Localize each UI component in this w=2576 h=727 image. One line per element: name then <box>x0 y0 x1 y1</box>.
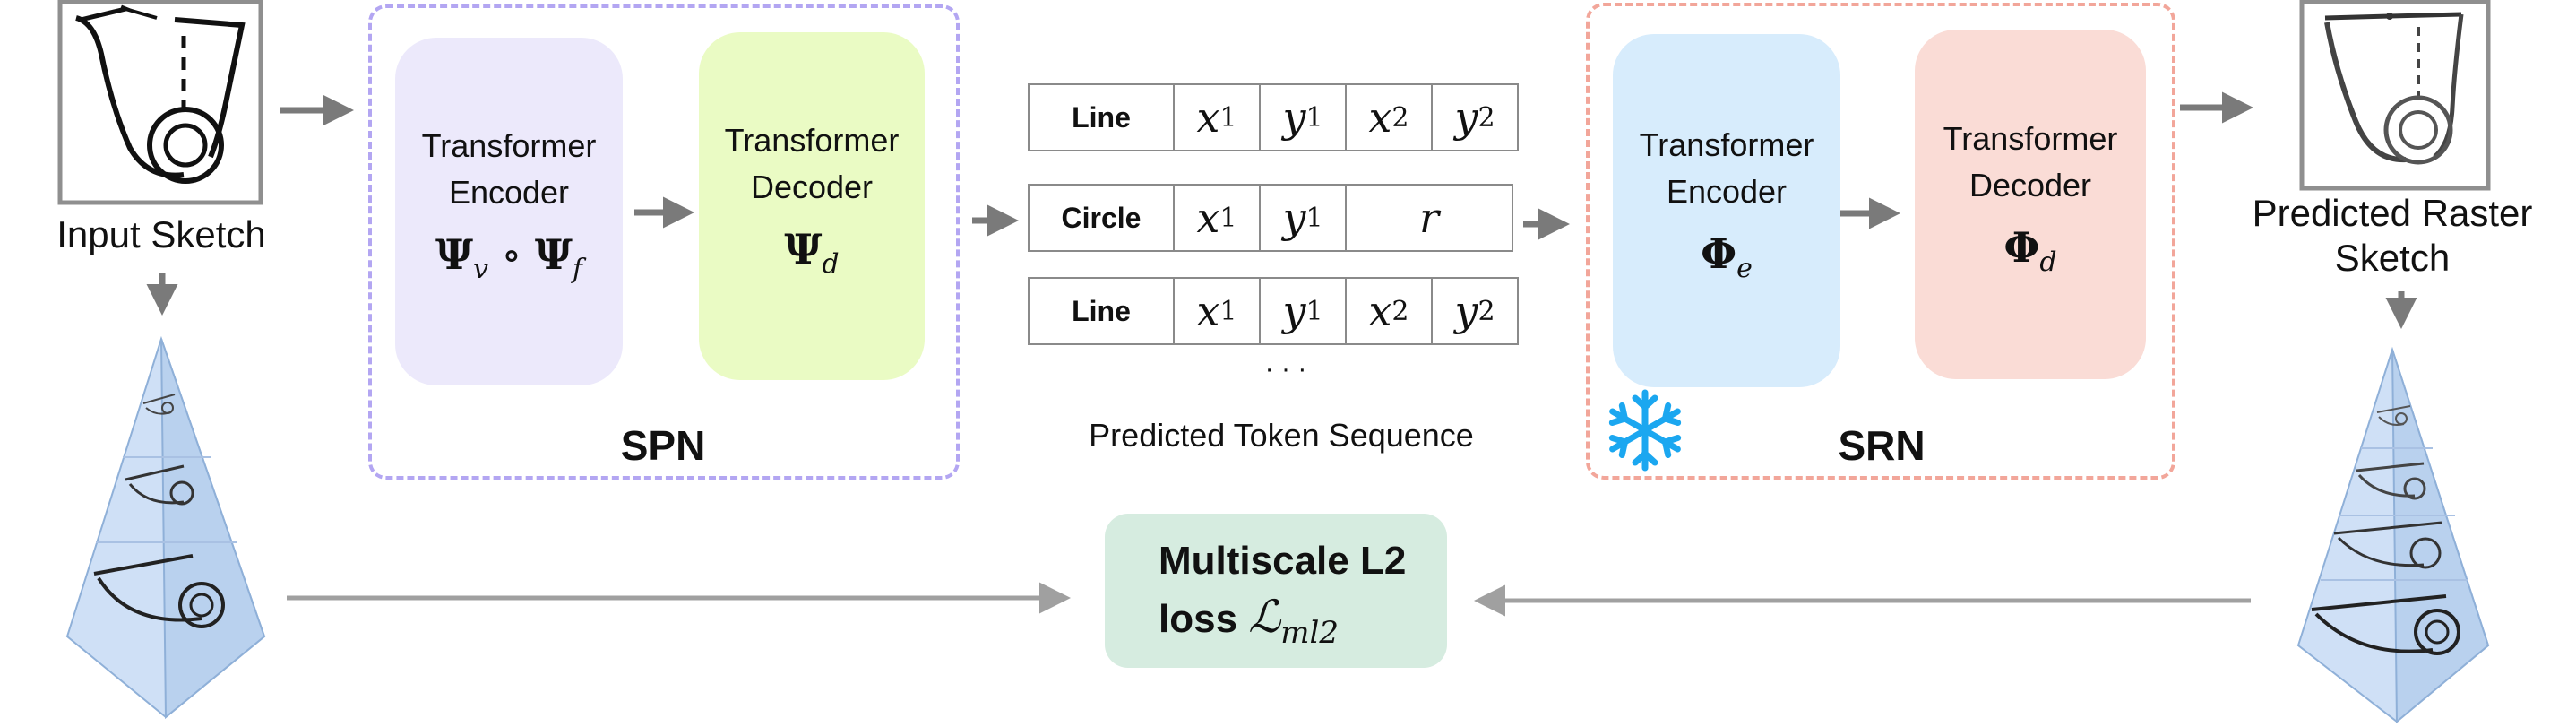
spn-encoder-line1: Transformer <box>421 126 597 164</box>
spn-encoder-block: Transformer Encoder Ψv ∘ Ψf <box>395 38 623 385</box>
input-pyramid-image <box>65 335 266 720</box>
srn-decoder-line1: Transformer <box>1943 119 2118 157</box>
srn-encoder-line1: Transformer <box>1639 125 1814 163</box>
spn-decoder-line2: Decoder <box>750 168 874 205</box>
output-sketch-image <box>2299 0 2491 191</box>
snowflake-icon <box>1602 389 1688 473</box>
token-value-cell: r <box>1345 184 1513 252</box>
loss-word: loss <box>1159 597 1238 641</box>
input-sketch-image <box>57 0 263 205</box>
srn-decoder-line2: Decoder <box>1969 166 2092 203</box>
output-caption-line2: Sketch <box>2334 237 2451 279</box>
srn-decoder-math: Φd <box>2003 222 2057 278</box>
input-sketch-caption: Input Sketch <box>56 213 266 255</box>
srn-group-box <box>1586 3 2175 480</box>
srn-encoder-line2: Encoder <box>1666 172 1788 210</box>
spn-decoder-block: Transformer Decoder Ψd <box>699 32 925 380</box>
loss-math: ℒml2 <box>1248 591 1340 651</box>
spn-group-box <box>368 4 960 480</box>
loss-title: Multiscale L2 <box>1159 539 1407 583</box>
spn-label: SPN <box>620 422 706 469</box>
token-sequence-caption: Predicted Token Sequence <box>1089 417 1474 454</box>
token-type-cell: Line <box>1028 83 1175 151</box>
output-pyramid-image <box>2296 346 2490 724</box>
spn-encoder-line2: Encoder <box>448 173 570 211</box>
multiscale-loss-box: Multiscale L2 loss ℒml2 <box>1105 514 1447 668</box>
srn-label: SRN <box>1838 422 1926 469</box>
loss-subtitle: loss ℒml2 <box>1159 589 1447 661</box>
spn-decoder-line1: Transformer <box>724 121 900 159</box>
token-ellipsis: · · · <box>1264 354 1307 384</box>
token-type-cell: Line <box>1028 277 1175 345</box>
output-caption-line1: Predicted Raster <box>2252 192 2533 234</box>
srn-encoder-block: Transformer Encoder Φe <box>1613 34 1840 387</box>
spn-encoder-math: Ψv ∘ Ψf <box>435 229 582 285</box>
srn-encoder-math: Φe <box>1701 229 1753 284</box>
spn-decoder-math: Ψd <box>784 224 840 280</box>
token-type-cell: Circle <box>1028 184 1175 252</box>
srn-decoder-block: Transformer Decoder Φd <box>1915 30 2146 379</box>
